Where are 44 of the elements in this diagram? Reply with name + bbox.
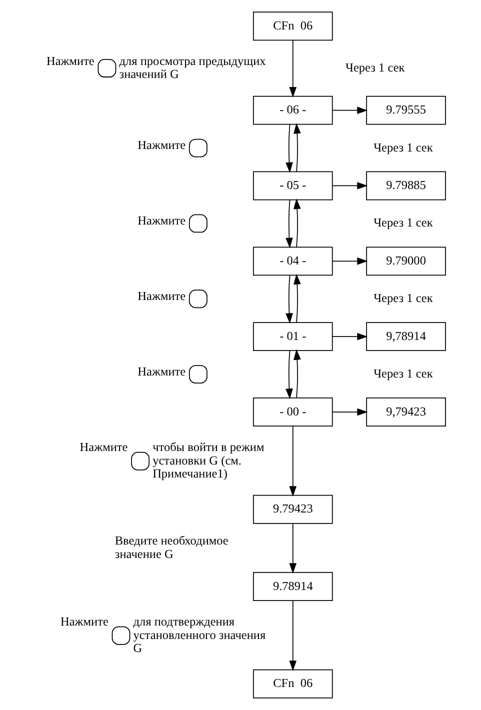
node-box: CFn 06 <box>253 669 333 698</box>
node-box: 9,79423 <box>366 398 446 426</box>
label: Нажмите <box>138 364 186 378</box>
node-box: 9.79423 <box>253 494 333 524</box>
node-box: - 05 - <box>253 171 333 200</box>
label: Введите необходимое значение G <box>114 534 228 561</box>
arrow <box>286 124 293 173</box>
arrow <box>289 426 297 497</box>
label: Нажмите для подтверждения установленного значения G <box>60 614 266 656</box>
node-box: - 04 - <box>253 246 333 276</box>
arrow <box>332 332 368 340</box>
node-box: CFn 06 <box>253 12 333 41</box>
arrow <box>286 274 293 324</box>
arrow <box>289 523 297 574</box>
arrow <box>286 199 293 248</box>
arrow <box>294 349 301 398</box>
arrow <box>332 182 368 190</box>
node-box: 9.78914 <box>253 572 333 601</box>
arrow <box>294 274 301 323</box>
arrow <box>332 408 368 416</box>
label: Через 1 сек <box>374 140 433 154</box>
arrow <box>294 198 301 248</box>
arrow <box>294 123 301 172</box>
label: Через 1 сек <box>374 366 433 381</box>
arrow <box>286 350 293 400</box>
node-box: 9.79555 <box>366 96 446 125</box>
node-box: - 01 - <box>253 322 333 352</box>
label: Нажмите чтобы войти в режим установки G (см. Примечание1) <box>80 440 264 481</box>
arrow <box>332 257 368 265</box>
node-box: 9.79885 <box>366 171 446 200</box>
node-box: 9.79000 <box>366 246 446 276</box>
arrow <box>332 106 368 114</box>
arrow <box>289 600 297 672</box>
node-box: - 00 - <box>253 398 333 426</box>
label: Через 1 сек <box>374 216 433 230</box>
label: Нажмите <box>138 214 186 228</box>
label: Через 1 сек <box>374 291 433 306</box>
node-box: 9,78914 <box>366 322 446 352</box>
label: Нажмите для просмотра предыдущих значений G <box>46 54 266 82</box>
label: Нажмите <box>138 288 186 303</box>
node-box: - 06 - <box>253 96 333 125</box>
label: Нажмите <box>138 138 186 152</box>
arrow <box>289 40 297 98</box>
label: Через 1 сек <box>346 60 405 74</box>
